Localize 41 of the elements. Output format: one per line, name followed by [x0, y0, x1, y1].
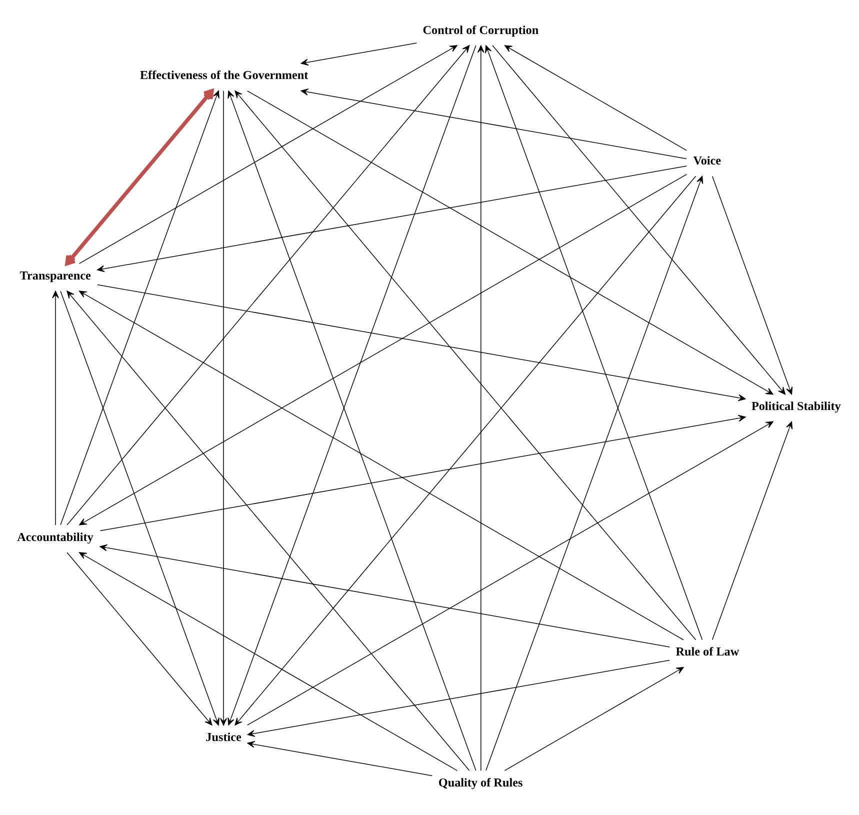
node-text: Transparence: [20, 268, 91, 282]
arrow: [65, 88, 214, 265]
arrow: [712, 420, 793, 640]
arrow: [79, 552, 458, 770]
arrow: [300, 88, 687, 159]
arrow: [504, 666, 684, 770]
arrow: [60, 90, 220, 525]
arrow: [79, 173, 688, 525]
node-text: Rule of Law: [676, 644, 740, 658]
arrow: [477, 44, 484, 770]
arrow: [96, 165, 688, 272]
arrow: [66, 552, 212, 725]
node-text: Political Stability: [751, 398, 841, 413]
arrow: [234, 90, 696, 640]
arrow: [100, 544, 670, 647]
arrow: [60, 290, 220, 726]
arrow: [247, 90, 774, 394]
arrow: [504, 44, 687, 150]
node-text: Justice: [206, 730, 242, 744]
node-text: Effectiveness of the Government: [140, 68, 308, 82]
node-text: Accountability: [17, 529, 94, 544]
arrow: [79, 290, 684, 640]
arrow: [247, 659, 670, 736]
node-text: Control of Corruption: [422, 22, 539, 36]
arrow: [300, 42, 417, 66]
arrow: [100, 414, 746, 531]
arrow: [52, 290, 59, 525]
arrow: [486, 175, 704, 770]
arrow: [78, 44, 458, 264]
arrow: [247, 740, 433, 776]
arrow: [712, 175, 793, 394]
node-text: Voice: [693, 153, 722, 168]
arrow: [220, 90, 227, 726]
arrow: [492, 44, 786, 394]
arrow: [485, 44, 703, 640]
arrow: [247, 420, 774, 725]
arrow: [66, 290, 470, 770]
arrow: [97, 284, 746, 401]
arrow: [66, 44, 470, 525]
node-text: Quality of Rules: [438, 774, 523, 789]
arrow: [234, 175, 696, 725]
